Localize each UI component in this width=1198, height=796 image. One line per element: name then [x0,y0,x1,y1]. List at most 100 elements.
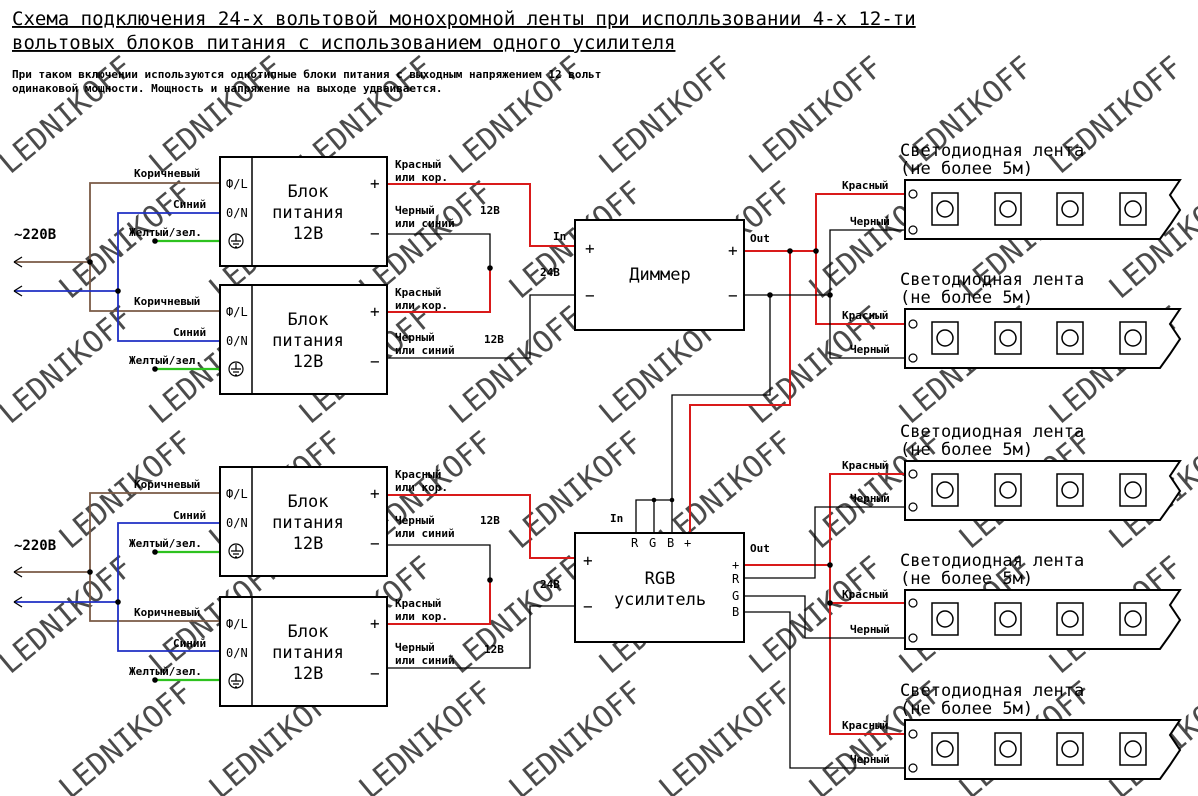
strip-black-label: Черный [850,753,890,766]
svg-text:R: R [631,536,639,550]
arrow-icon [13,566,23,608]
svg-text:+: + [728,241,738,260]
wire-label-blue: Синий [173,198,206,211]
svg-text:Черный: Черный [395,331,435,344]
watermark-text: LEDNIKOFF [653,675,800,796]
svg-text:или кор.: или кор. [395,481,448,494]
brown-wire [14,492,220,622]
svg-text:Out: Out [750,232,770,245]
diagram-title-line2: вольтовых блоков питания с использование… [12,32,675,54]
mains-voltage-label: ~220В [14,538,56,554]
svg-text:−: − [370,534,380,553]
svg-text:−: − [728,286,738,305]
arrow-icon [13,256,23,297]
svg-text:или кор.: или кор. [395,299,448,312]
svg-text:Блок: Блок [288,492,329,512]
strip-black-label: Черный [850,623,890,636]
ground-icon [228,543,244,559]
svg-text:Черный: Черный [395,514,435,527]
dimmer-block: Диммер + − + − [574,219,745,331]
led-strip: Светодиодная лента(не более 5м)КрасныйЧе… [842,681,1182,780]
svg-text:питания: питания [272,331,344,351]
svg-text:Красный: Красный [395,468,441,481]
svg-text:12В: 12В [480,514,500,527]
svg-text:24В: 24В [540,266,560,279]
svg-text:питания: питания [272,643,344,663]
diagram-note-line1: При таком включении используются однотип… [12,68,601,81]
svg-text:12В: 12В [293,534,324,554]
strip-subtitle: (не более 5м) [900,159,1033,179]
input-wire-labels: Коричневый Синий Желтый/зел. Коричневый … [129,167,206,678]
psu-pin-n: 0/N [226,516,248,530]
psu-pin-l: Ф/L [226,305,248,319]
diagram-title-line1: Схема подключения 24-х вольтовой монохро… [12,8,916,30]
watermark-text: LEDNIKOFF [743,550,890,681]
svg-text:12В: 12В [480,204,500,217]
watermark-text: LEDNIKOFF [1043,50,1190,181]
svg-text:Красный: Красный [395,286,441,299]
psu-pin-n: 0/N [226,206,248,220]
strip-title: Светодиодная лента [900,422,1084,442]
wire-label-brown: Коричневый [134,606,200,619]
strip-subtitle: (не более 5м) [900,440,1033,460]
svg-text:B: B [732,605,739,619]
led-strip: Светодиодная лента(не более 5м) КрасныйЧе… [842,422,1182,521]
led-strip: Светодиодная лента(не более 5м)КрасныйЧе… [842,270,1182,369]
psu-output-wiring-bottom: Красный или кор. Черный или синий 12В Кр… [387,468,575,669]
svg-text:Блок: Блок [288,622,329,642]
watermark-text: LEDNIKOFF [53,675,200,796]
svg-text:+: + [684,536,691,550]
svg-text:или синий: или синий [395,654,455,667]
watermark-text: LEDNIKOFF [443,550,590,681]
strip-red-label: Красный [842,459,888,472]
svg-text:In: In [610,512,623,525]
wire-label-brown: Коричневый [134,167,200,180]
watermark-text: LEDNIKOFF [443,300,590,431]
rgb-amplifier-block: RGB усилитель + − R G B + + R G B [574,532,745,643]
led-strip: Светодиодная лента(не более 5м)КрасныйЧе… [842,551,1182,650]
psu-output-wiring-top: Красный или кор. Черный или синий 12В Кр… [387,158,575,359]
output-wiring: In Out Out [610,193,905,769]
watermark-text: LEDNIKOFF [593,50,740,181]
svg-text:питания: питания [272,203,344,223]
ground-icon [228,361,244,377]
svg-text:Красный: Красный [395,158,441,171]
svg-text:B: B [667,536,674,550]
watermark-text: LEDNIKOFF [503,675,650,796]
blue-wire [14,522,220,652]
dimmer-label: Диммер [629,265,690,285]
mains-group-bottom: ~220В [13,492,220,683]
svg-text:Out: Out [750,542,770,555]
svg-text:12В: 12В [484,333,504,346]
led-strip: Светодиодная лента(не более 5м)КрасныйЧе… [842,141,1182,240]
strip-red-label: Красный [842,309,888,322]
svg-text:питания: питания [272,513,344,533]
strip-black-label: Черный [850,343,890,356]
svg-text:−: − [370,352,380,371]
wire-label-yellow-green: Желтый/зел. [129,226,202,239]
strip-subtitle: (не более 5м) [900,569,1033,589]
psu-pin-l: Ф/L [226,617,248,631]
svg-text:+: + [370,484,380,503]
wire-label-brown: Коричневый [134,478,200,491]
strip-red-label: Красный [842,719,888,732]
strip-title: Светодиодная лента [900,141,1084,161]
svg-text:12В: 12В [484,643,504,656]
diagram-note-line2: одинаковой мощности. Мощность и напряжен… [12,82,442,95]
svg-text:12В: 12В [293,352,324,372]
mains-voltage-label: ~220В [14,227,56,243]
svg-text:или синий: или синий [395,527,455,540]
ground-wire [155,239,220,371]
wire-label-brown: Коричневый [134,295,200,308]
strip-black-label: Черный [850,492,890,505]
svg-text:Черный: Черный [395,641,435,654]
wire-label-blue: Синий [173,326,206,339]
ground-icon [228,233,244,249]
svg-text:−: − [585,286,595,305]
psu-pin-l: Ф/L [226,177,248,191]
svg-text:+: + [370,302,380,321]
